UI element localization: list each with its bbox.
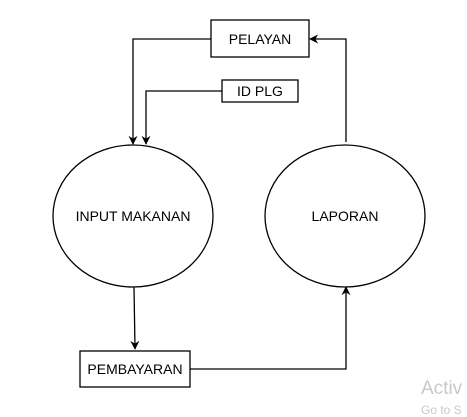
node-input-makanan: INPUT MAKANAN (52, 144, 214, 288)
node-id-plg-box (221, 79, 299, 103)
node-pembayaran: PEMBAYARAN (79, 350, 191, 388)
edge-input-makanan-to-pembayaran (130, 286, 140, 350)
node-input-makanan-label: INPUT MAKANAN (76, 208, 191, 224)
node-pelayan: PELAYAN (210, 19, 310, 58)
node-pembayaran-label: PEMBAYARAN (87, 361, 182, 377)
node-laporan-circle (264, 144, 426, 288)
edge-pelayan-to-input-makanan (128, 38, 211, 145)
node-laporan: LAPORAN (264, 144, 426, 288)
node-pelayan-label: PELAYAN (229, 31, 292, 47)
node-id-plg-label: ID PLG (237, 83, 283, 99)
node-pembayaran-box (79, 350, 191, 388)
node-id-plg: ID PLG (221, 79, 299, 103)
edges (128, 34, 351, 370)
edge-idplg-to-input-makanan (141, 90, 222, 145)
node-pelayan-box (210, 19, 310, 58)
node-input-makanan-circle (52, 144, 214, 288)
edge-laporan-to-pelayan (309, 34, 347, 142)
node-laporan-label: LAPORAN (312, 208, 379, 224)
edge-pembayaran-to-laporan (190, 286, 351, 370)
